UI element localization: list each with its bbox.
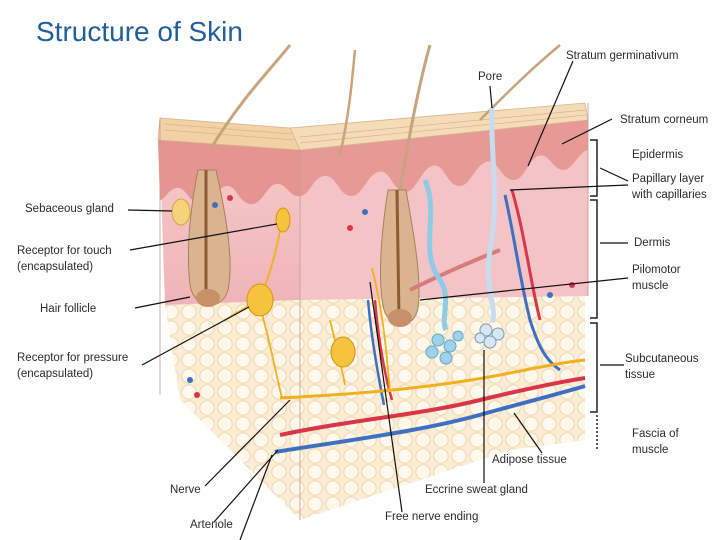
- label-subcutaneous-2: tissue: [625, 369, 655, 381]
- label-epidermis: Epidermis: [632, 149, 683, 161]
- label-hair-follicle: Hair follicle: [40, 303, 96, 315]
- receptor-touch: [276, 208, 290, 232]
- label-receptor-touch-2: (encapsulated): [17, 261, 93, 273]
- label-subcutaneous-1: Subcutaneous: [625, 353, 699, 365]
- receptor-pressure: [247, 284, 273, 316]
- label-adipose-tissue: Adipose tissue: [492, 454, 567, 466]
- label-papillary-layer-2: with capillaries: [631, 189, 707, 201]
- label-stratum-germinativum: Stratum germinativum: [566, 50, 678, 62]
- label-sebaceous-gland: Sebaceous gland: [25, 203, 114, 215]
- label-free-nerve-ending: Free nerve ending: [385, 511, 478, 523]
- label-receptor-pressure-1: Receptor for pressure: [17, 352, 128, 364]
- label-stratum-corneum: Stratum corneum: [620, 114, 708, 126]
- label-pilomotor-2: muscle: [632, 280, 668, 292]
- label-fascia-2: muscle: [632, 444, 668, 456]
- label-fascia-1: Fascia of: [632, 428, 679, 440]
- label-receptor-pressure-2: (encapsulated): [17, 368, 93, 380]
- label-arteriole: Arteriole: [190, 519, 233, 531]
- label-pilomotor-1: Pilomotor: [632, 264, 681, 276]
- label-nerve: Nerve: [170, 484, 201, 496]
- sebaceous-gland: [172, 199, 190, 225]
- label-papillary-layer-1: Papillary layer: [632, 173, 704, 185]
- label-pore: Pore: [478, 71, 502, 83]
- label-dermis: Dermis: [634, 237, 671, 249]
- label-receptor-touch-1: Receptor for touch: [17, 245, 112, 257]
- label-eccrine-sweat-gland: Eccrine sweat gland: [425, 484, 528, 496]
